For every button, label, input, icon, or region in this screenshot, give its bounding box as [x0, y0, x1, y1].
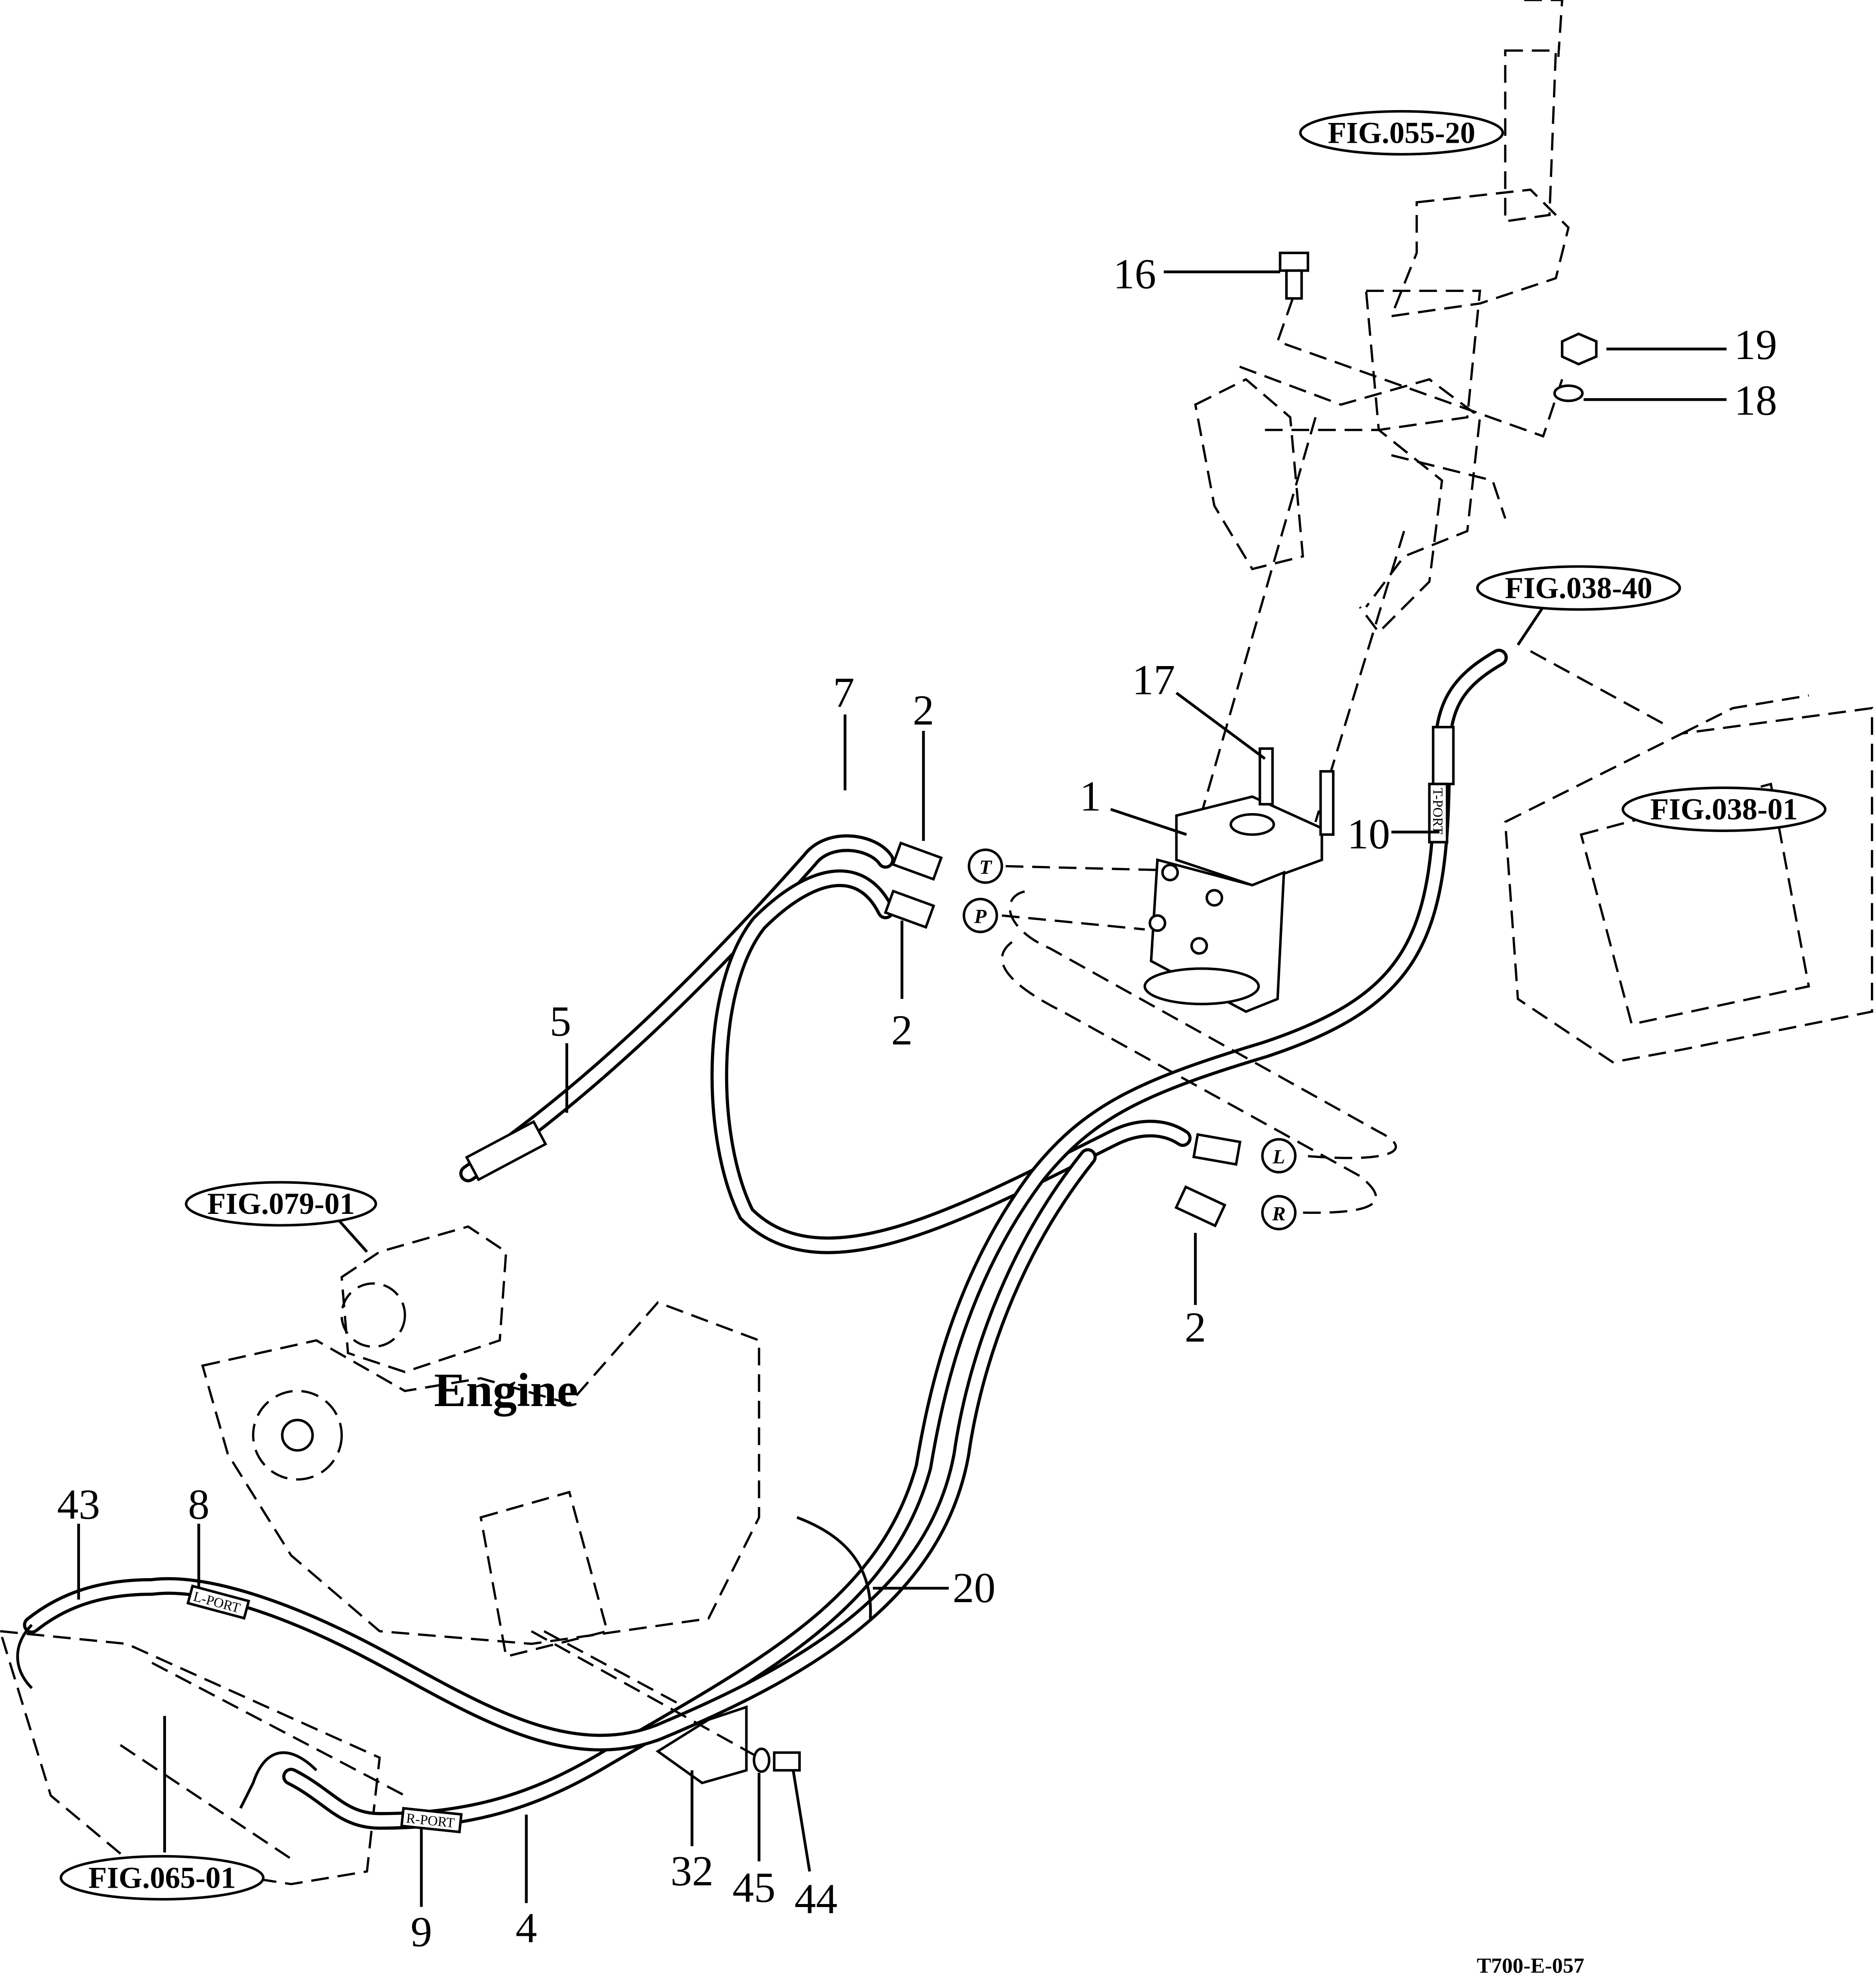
engine-label: Engine — [434, 1364, 578, 1417]
fitting-43 — [16, 1624, 33, 1689]
transmission — [1504, 650, 1873, 1064]
fig-ref-079-01[interactable]: FIG.079-01 — [185, 1181, 377, 1227]
hose-10 — [282, 648, 1508, 1830]
callout-7: 7 — [833, 669, 855, 716]
hose-5 — [459, 834, 895, 1182]
callout-8: 8 — [188, 1480, 209, 1528]
callout-2: 2 — [913, 686, 934, 734]
callout-16: 16 — [1113, 250, 1156, 298]
callout-2: 2 — [891, 1006, 913, 1054]
t-port-text: T-PORT — [1430, 788, 1445, 834]
washer-45 — [753, 1748, 771, 1773]
l-port-tag: L-PORT — [186, 1584, 250, 1620]
t-port-tag: T-PORT — [1428, 783, 1449, 844]
engine — [0, 1225, 760, 1886]
callout-4: 4 — [516, 1904, 537, 1952]
port-marker-p: P — [963, 897, 998, 934]
hose-7 — [710, 869, 1192, 1254]
bolt-44 — [773, 1751, 801, 1772]
callout-9: 9 — [411, 1908, 432, 1956]
fig-ref-038-01[interactable]: FIG.038-01 — [1621, 786, 1827, 832]
washer-18 — [1553, 384, 1584, 402]
port-marker-t: T — [968, 848, 1003, 884]
fig-ref-text: FIG.079-01 — [207, 1187, 355, 1221]
stud-17b — [1319, 770, 1335, 836]
callout-32: 32 — [670, 1847, 713, 1895]
r-port-tag: R-PORT — [400, 1807, 463, 1834]
callout-19: 19 — [1734, 321, 1777, 369]
port-r-text: R — [1272, 1203, 1286, 1225]
fig-ref-text: FIG.055-20 — [1328, 116, 1475, 150]
callout-20: 20 — [953, 1564, 996, 1612]
fig-ref-text: FIG.065-01 — [88, 1861, 236, 1895]
callout-1: 1 — [1079, 772, 1101, 820]
callout-44: 44 — [794, 1875, 837, 1923]
adapter-2c — [1192, 1133, 1242, 1166]
callout-17: 17 — [1132, 656, 1175, 703]
callout-2: 2 — [1184, 1303, 1206, 1351]
port-l-text: L — [1272, 1146, 1285, 1168]
bolt-16 — [1276, 252, 1563, 438]
callout-10: 10 — [1347, 810, 1390, 858]
callout-45: 45 — [732, 1864, 775, 1911]
adapter-2b — [884, 889, 935, 929]
leader-lines — [77, 270, 1727, 1907]
port-connections — [1001, 865, 1397, 1214]
fitting-9 — [239, 1751, 317, 1809]
port-p-text: P — [974, 906, 987, 928]
hose-8 — [23, 1148, 1097, 1752]
fig-ref-text: FIG.038-40 — [1505, 571, 1652, 605]
port-t-text: T — [979, 856, 993, 878]
steering-unit-1 — [1143, 795, 1323, 1013]
nut-19 — [1561, 332, 1598, 366]
callout-18: 18 — [1734, 377, 1777, 424]
adapter-2d — [1174, 1185, 1227, 1228]
diagram-code: T700-E-057 — [1477, 1953, 1584, 1978]
callout-43: 43 — [57, 1480, 100, 1528]
port-marker-l: L — [1261, 1138, 1297, 1173]
fig-ref-055-20[interactable]: FIG.055-20 — [1299, 110, 1504, 156]
fig-ref-038-40[interactable]: FIG.038-40 — [1476, 565, 1681, 611]
adapter-2a — [891, 841, 943, 881]
callout-5: 5 — [550, 997, 571, 1045]
fig-ref-065-01[interactable]: FIG.065-01 — [59, 1855, 265, 1901]
fig-ref-text: FIG.038-01 — [1650, 793, 1798, 826]
port-marker-r: R — [1261, 1195, 1297, 1231]
clamp-20 — [796, 1516, 872, 1619]
